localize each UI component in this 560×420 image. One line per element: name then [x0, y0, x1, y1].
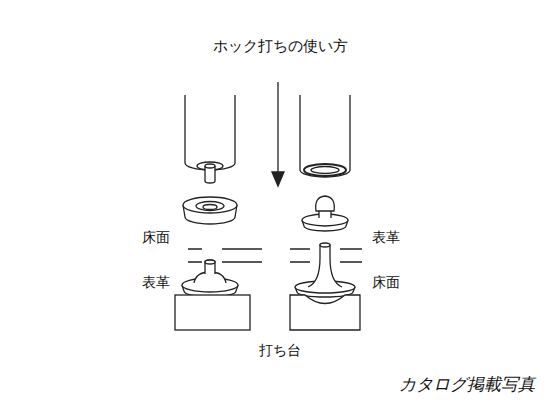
direction-arrow — [272, 82, 284, 186]
left-anvil — [175, 295, 250, 330]
right-anvil — [290, 295, 360, 330]
part-label: 打ち台 — [259, 342, 301, 359]
post-part — [295, 243, 355, 297]
part-label: 床面 — [142, 229, 170, 246]
cap-part — [302, 196, 348, 231]
note-text: カタログ掲載写真 — [399, 374, 535, 394]
part-label: 床面 — [372, 274, 400, 291]
stud-part — [182, 260, 238, 297]
socket-part — [183, 197, 237, 224]
left-punch — [185, 95, 235, 183]
part-label: 表革 — [142, 274, 170, 291]
right-punch — [300, 95, 350, 177]
part-label: 表革 — [372, 229, 400, 246]
diagram-title: ホック打ちの使い方 — [213, 37, 348, 55]
